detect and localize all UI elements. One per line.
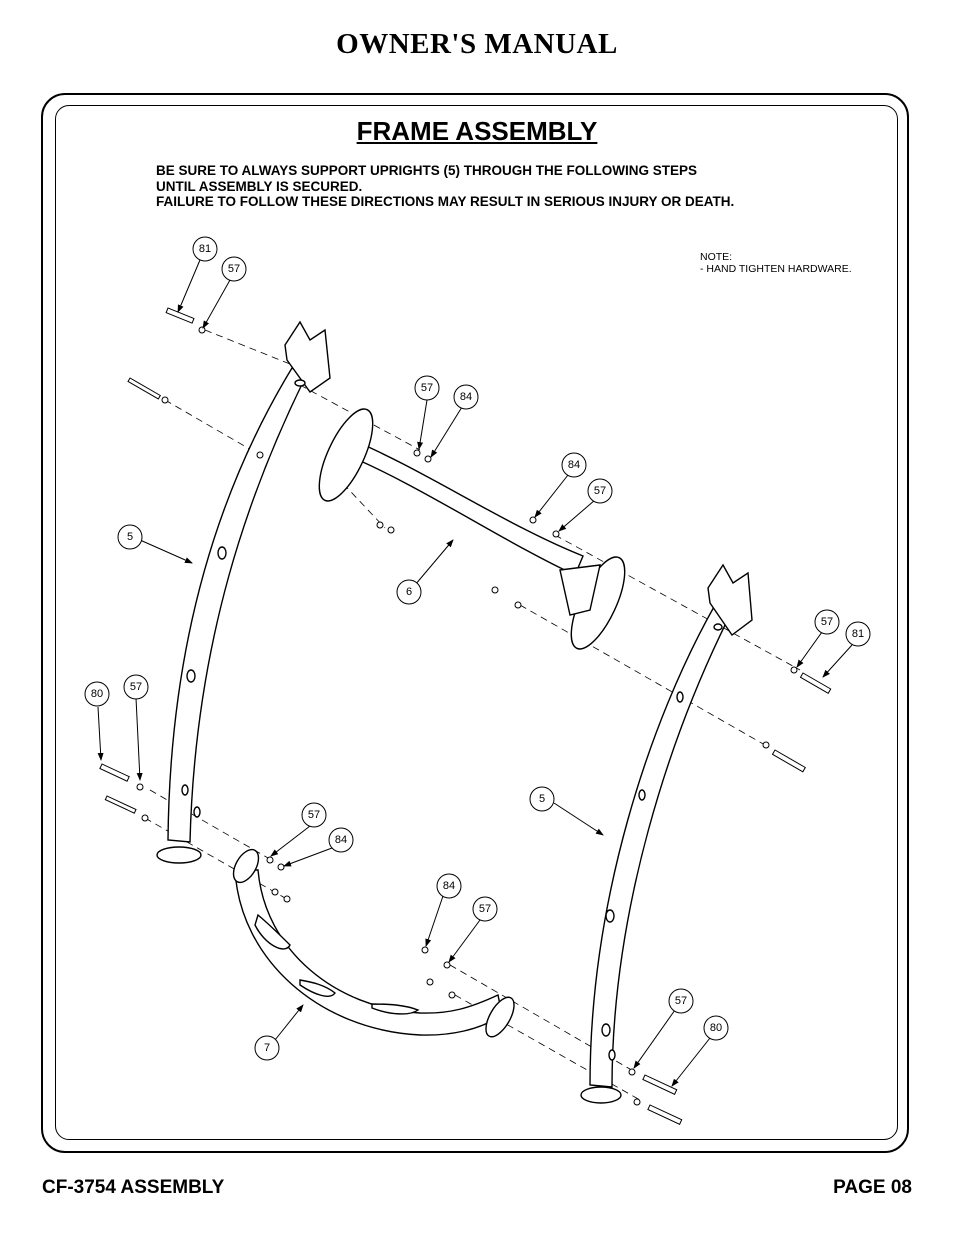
callout: 5 bbox=[117, 524, 143, 550]
callout-label: 5 bbox=[539, 793, 545, 805]
section-title: FRAME ASSEMBLY bbox=[356, 116, 598, 146]
callout-label: 80 bbox=[710, 1022, 722, 1034]
frame-outer-border bbox=[41, 93, 909, 1153]
hardware-parts bbox=[99, 307, 832, 1125]
callout-label: 6 bbox=[406, 586, 412, 598]
callout: 84 bbox=[453, 384, 479, 410]
callout: 57 bbox=[123, 674, 149, 700]
callout-label: 81 bbox=[199, 243, 211, 255]
callout: 5 bbox=[529, 786, 555, 812]
callout: 57 bbox=[668, 988, 694, 1014]
callout: 57 bbox=[221, 256, 247, 282]
left-upright bbox=[156, 320, 331, 864]
callout-label: 57 bbox=[228, 263, 240, 275]
callout: 57 bbox=[301, 802, 327, 828]
callout-label: 57 bbox=[594, 485, 606, 497]
alignment-lines bbox=[144, 329, 801, 1101]
footer-model: CF-3754 ASSEMBLY bbox=[42, 1177, 225, 1198]
callout-label: 84 bbox=[460, 391, 472, 403]
callout-leaders bbox=[97, 259, 853, 1087]
top-crossbar bbox=[318, 408, 626, 650]
callout: 80 bbox=[703, 1015, 729, 1041]
manual-title: OWNER'S MANUAL bbox=[336, 28, 618, 60]
right-upright bbox=[580, 563, 753, 1104]
callout: 84 bbox=[436, 873, 462, 899]
callout: 80 bbox=[84, 681, 110, 707]
callout: 81 bbox=[192, 236, 218, 262]
callout: 84 bbox=[561, 452, 587, 478]
callout-label: 7 bbox=[264, 1042, 270, 1054]
callout: 84 bbox=[328, 827, 354, 853]
callout-label: 57 bbox=[675, 995, 687, 1007]
callout: 7 bbox=[254, 1035, 280, 1061]
footer-page-number: PAGE 08 bbox=[833, 1177, 912, 1198]
bottom-crossbar bbox=[232, 848, 515, 1038]
callout-label: 57 bbox=[821, 616, 833, 628]
note-line: NOTE: bbox=[700, 251, 733, 263]
callout-label: 81 bbox=[852, 628, 864, 640]
callout-bubbles: 81 57 57 84 84 57 5 6 bbox=[84, 236, 871, 1061]
warning-line: FAILURE TO FOLLOW THESE DIRECTIONS MAY R… bbox=[156, 194, 735, 209]
note-line: - HAND TIGHTEN HARDWARE. bbox=[700, 263, 852, 275]
callout: 57 bbox=[587, 478, 613, 504]
hardware-note: NOTE: - HAND TIGHTEN HARDWARE. bbox=[700, 251, 852, 275]
frame-inner-border bbox=[55, 105, 898, 1140]
callout: 57 bbox=[472, 896, 498, 922]
callout: 57 bbox=[414, 375, 440, 401]
callout-label: 84 bbox=[568, 459, 580, 471]
warning-line: BE SURE TO ALWAYS SUPPORT UPRIGHTS (5) T… bbox=[156, 163, 698, 178]
callout-label: 57 bbox=[308, 809, 320, 821]
warning-line: UNTIL ASSEMBLY IS SECURED. bbox=[156, 178, 363, 194]
callout-label: 84 bbox=[335, 834, 347, 846]
callout: 81 bbox=[845, 621, 871, 647]
callout: 57 bbox=[814, 609, 840, 635]
callout-label: 57 bbox=[130, 681, 142, 693]
callout-label: 80 bbox=[91, 688, 103, 700]
callout-label: 84 bbox=[443, 880, 455, 892]
callout-label: 5 bbox=[127, 531, 133, 543]
callout-label: 57 bbox=[421, 382, 433, 394]
callout: 6 bbox=[396, 579, 422, 605]
callout-label: 57 bbox=[479, 903, 491, 915]
warning-text: BE SURE TO ALWAYS SUPPORT UPRIGHTS (5) T… bbox=[156, 163, 734, 210]
